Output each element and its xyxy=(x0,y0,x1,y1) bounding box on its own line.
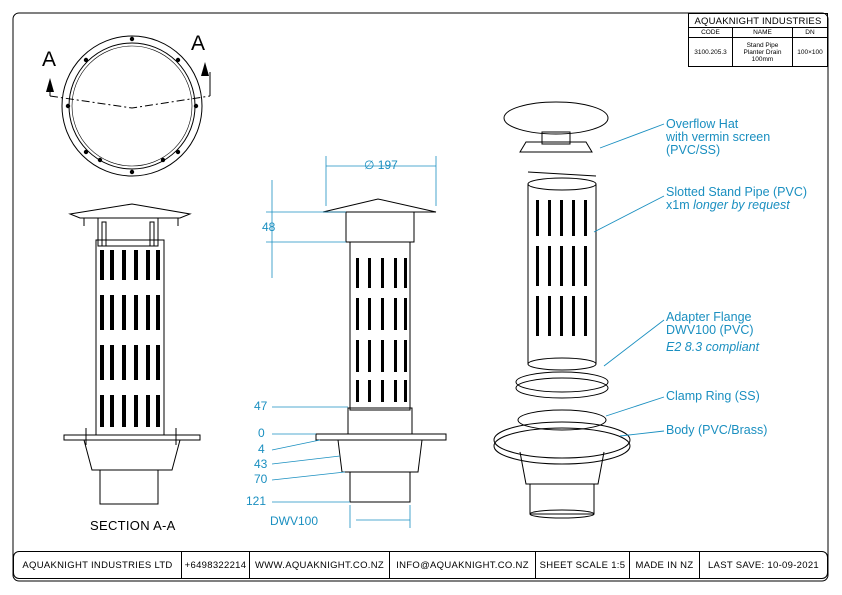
titleblock-table: CODE NAME DN 3100.205.3 Stand Pipe Plant… xyxy=(688,28,828,67)
callout-stand-pipe: Slotted Stand Pipe (PVC) x1m longer by r… xyxy=(666,186,807,212)
callout-flange-line2: DWV100 (PVC) xyxy=(666,323,754,337)
dim-121: 121 xyxy=(246,494,267,508)
header-code: CODE xyxy=(689,28,733,38)
plan-view xyxy=(49,35,211,177)
callout-clamp-ring: Clamp Ring (SS) xyxy=(666,389,760,403)
callout-body: Body (PVC/Brass) xyxy=(666,423,768,437)
section-arrow-right xyxy=(201,62,209,76)
dim-70: 70 xyxy=(254,472,268,486)
dim-43: 43 xyxy=(254,457,268,471)
dim-48: 48 xyxy=(262,220,276,234)
dim-47: 47 xyxy=(254,399,268,413)
callout-overflow-line3: (PVC/SS) xyxy=(666,143,721,157)
callout-overflow-hat: Overflow Hat with vermin screen (PVC/SS) xyxy=(666,118,770,157)
callout-overflow-line1: Overflow Hat xyxy=(666,117,739,131)
section-view xyxy=(63,203,201,505)
section-marker-right: A xyxy=(191,32,206,55)
callout-flange-compliance: E2 8.3 compliant xyxy=(666,340,760,354)
dim-4: 4 xyxy=(258,442,265,456)
section-caption: SECTION A-A xyxy=(90,518,176,533)
footer-email[interactable]: INFO@AQUAKNIGHT.CO.NZ xyxy=(390,552,536,578)
dim-diameter: ∅ 197 xyxy=(364,158,398,172)
value-name: Stand Pipe Planter Drain 100mm xyxy=(733,38,793,66)
footer-scale: SHEET SCALE 1:5 xyxy=(536,552,630,578)
name-line-1: Stand Pipe xyxy=(746,41,779,49)
callout-leaders xyxy=(593,123,665,437)
dimension-lines xyxy=(266,156,437,528)
name-line-3: 100mm xyxy=(751,55,774,63)
section-marker-left: A xyxy=(42,48,57,71)
dim-dwv100: DWV100 xyxy=(270,514,319,528)
titleblock-company: AQUAKNIGHT INDUSTRIES xyxy=(688,13,828,28)
elevation-view xyxy=(315,198,447,503)
callout-adapter-flange: Adapter Flange DWV100 (PVC) E2 8.3 compl… xyxy=(666,311,759,354)
value-dn: 100×100 xyxy=(797,48,823,56)
callout-standpipe-line1: Slotted Stand Pipe (PVC) xyxy=(666,185,808,199)
footer-last-save: LAST SAVE: 10-09-2021 xyxy=(707,559,820,571)
footer-website[interactable]: WWW.AQUAKNIGHT.CO.NZ xyxy=(250,552,390,578)
callout-standpipe-qty: x1m xyxy=(666,198,690,212)
value-code: 3100.205.3 xyxy=(689,38,733,66)
callout-standpipe-note: longer by request xyxy=(693,198,790,212)
section-arrow-left xyxy=(46,78,54,92)
footer-company: AQUAKNIGHT INDUSTRIES LTD xyxy=(14,552,182,578)
callout-overflow-line2: with vermin screen xyxy=(666,130,771,144)
footer-bar: AQUAKNIGHT INDUSTRIES LTD +6498322214 WW… xyxy=(13,551,828,579)
exploded-view xyxy=(493,101,631,519)
callout-flange-line1: Adapter Flange xyxy=(666,310,752,324)
dim-0: 0 xyxy=(258,426,265,440)
name-line-2: Planter Drain xyxy=(743,48,782,56)
header-name: NAME xyxy=(733,28,793,38)
footer-made-in: MADE IN NZ xyxy=(630,552,700,578)
footer-phone: +6498322214 xyxy=(182,552,250,578)
header-dn: DN xyxy=(793,28,827,38)
